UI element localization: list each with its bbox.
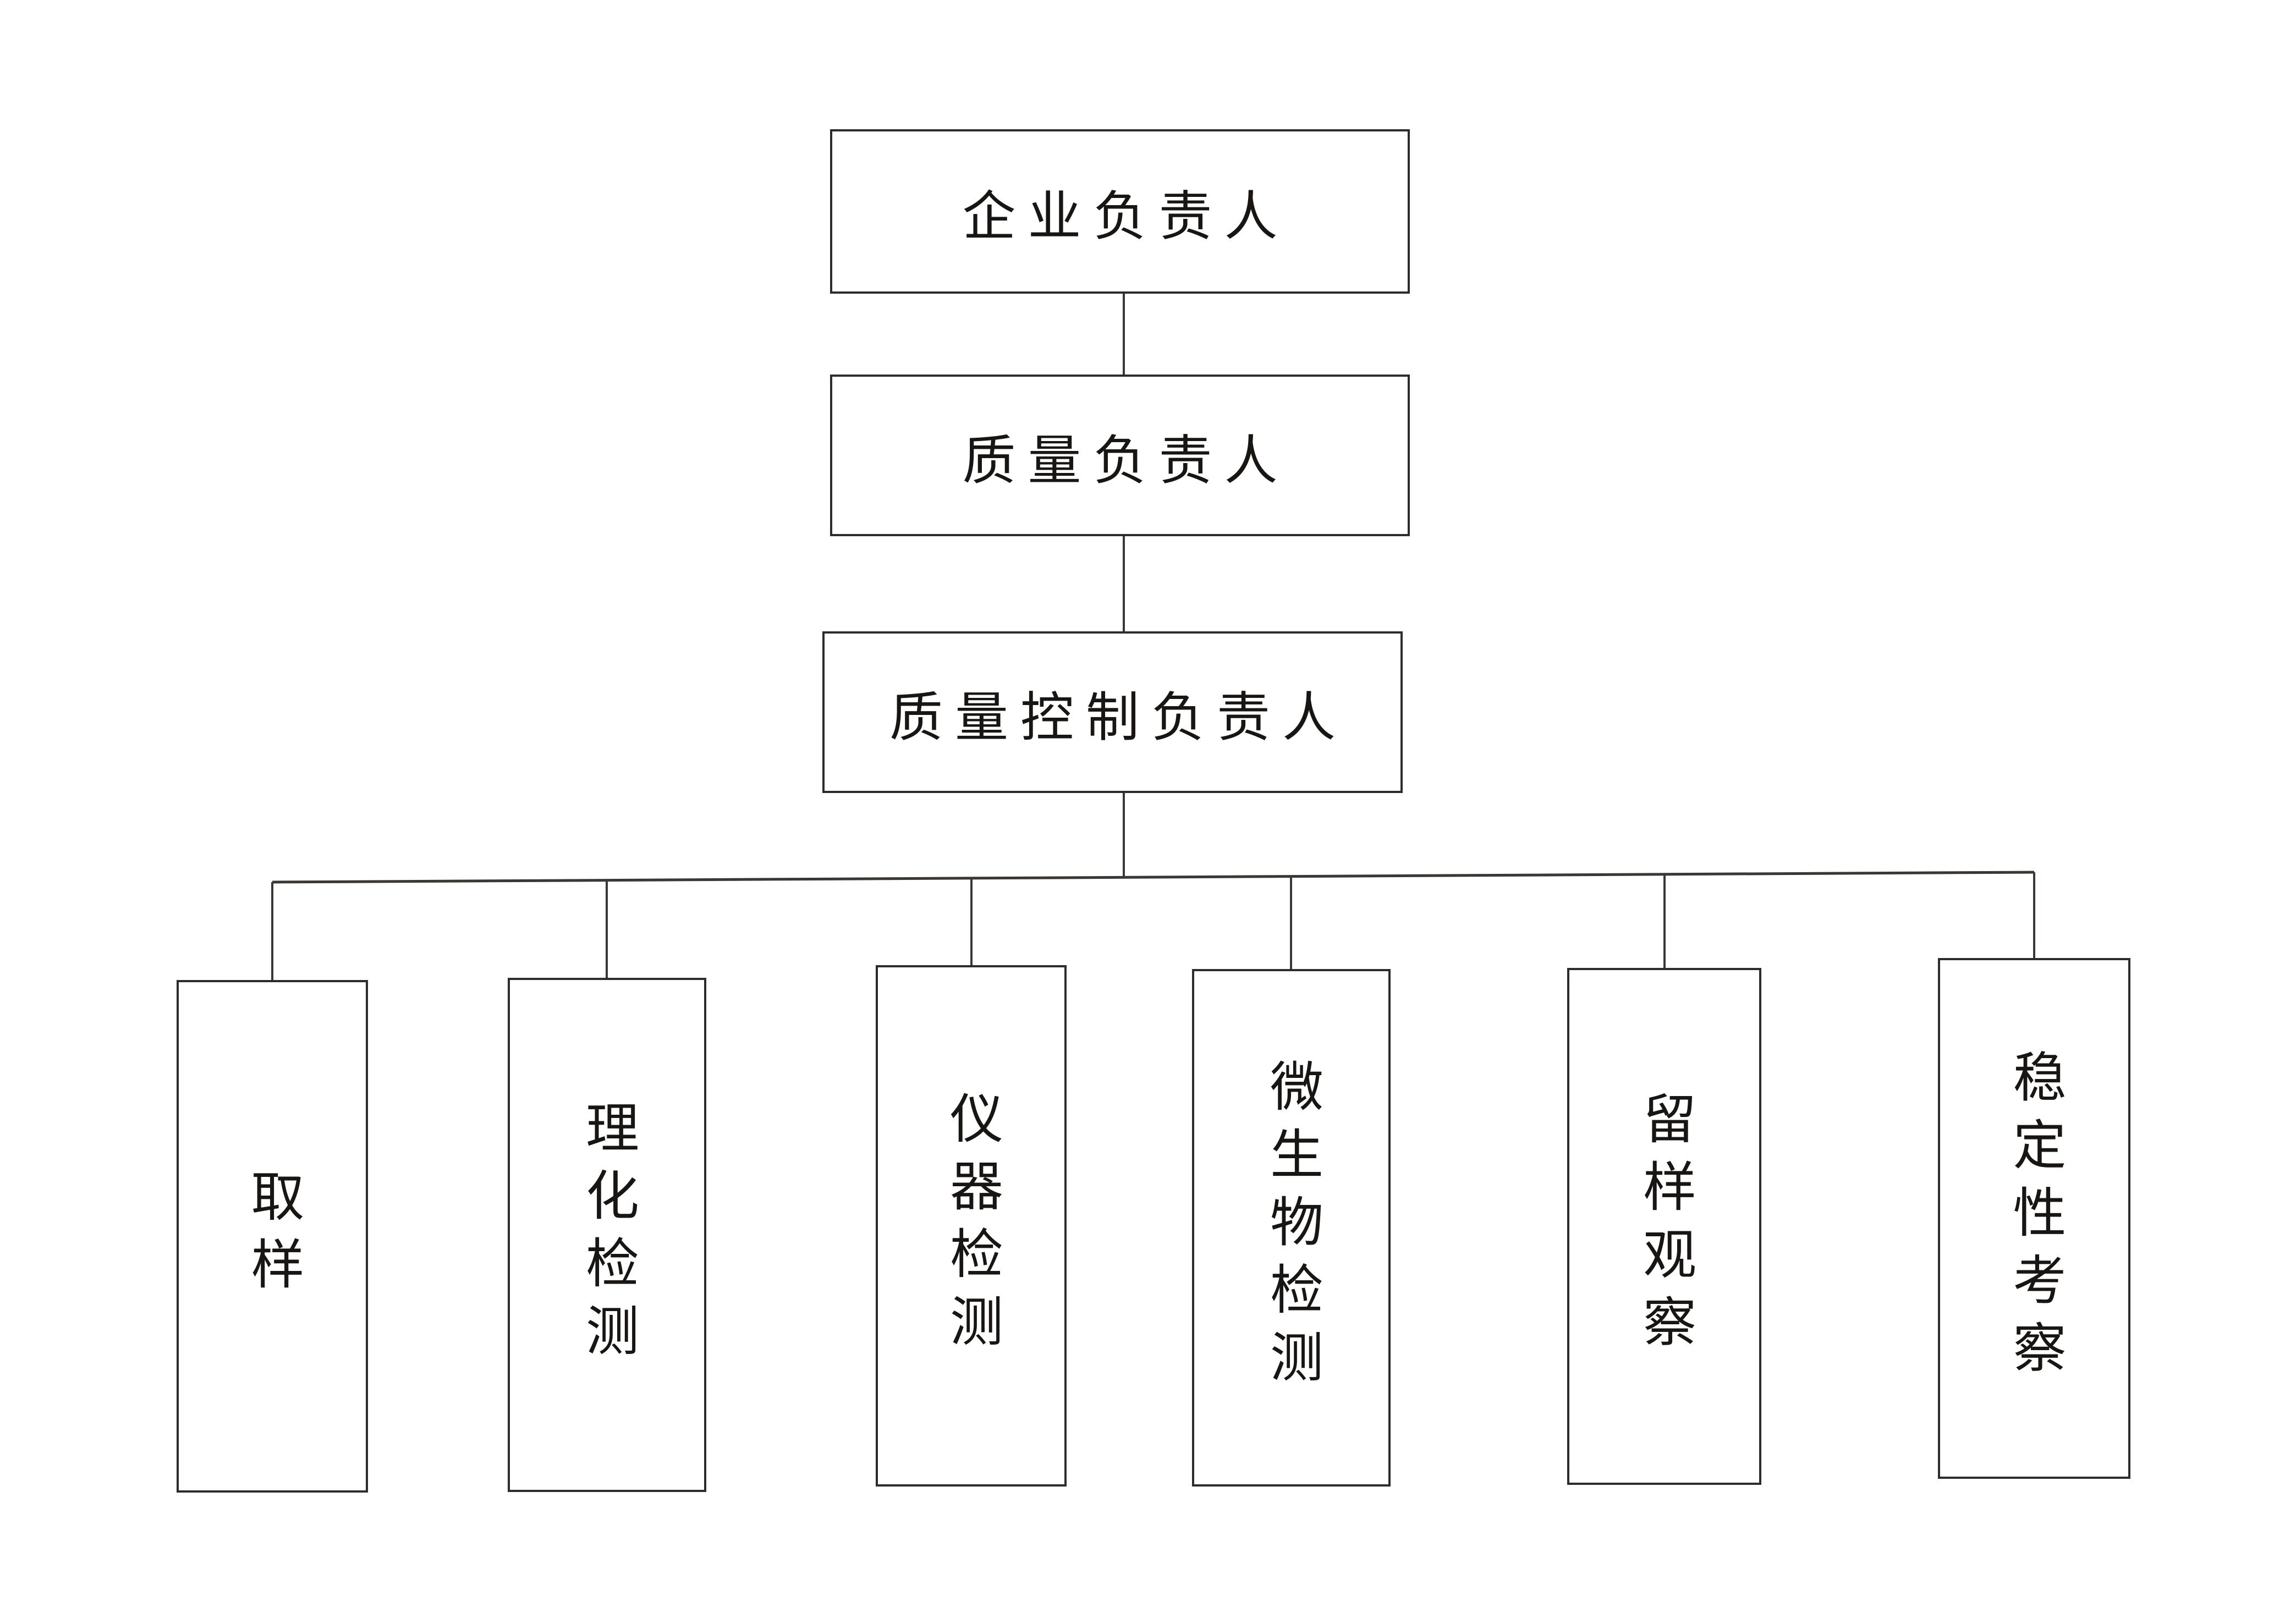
org-node-quality-manager: 质量负责人 [830, 375, 1410, 536]
node-label: 质量控制负责人 [889, 688, 1348, 747]
org-node-sampling: 取样 [177, 980, 368, 1493]
harness-line [272, 871, 2035, 884]
node-label: 企业负责人 [962, 188, 1290, 246]
node-label: 取样 [243, 1169, 302, 1304]
org-node-stability-investigation: 稳定性考察 [1938, 958, 2130, 1479]
node-label: 稳定性考察 [2004, 1049, 2064, 1388]
node-label: 留样观察 [1635, 1091, 1694, 1362]
org-node-microbiological-testing: 微生物检测 [1192, 969, 1391, 1487]
node-label: 理化检测 [578, 1099, 636, 1370]
node-label: 质量负责人 [962, 431, 1290, 491]
org-node-quality-control-manager: 质量控制负责人 [822, 631, 1403, 793]
org-node-enterprise-manager: 企业负责人 [830, 129, 1410, 294]
org-node-retained-sample-observation: 留样观察 [1567, 968, 1761, 1485]
org-node-instrument-testing: 仪器检测 [876, 965, 1067, 1487]
org-node-physicochemical-testing: 理化检测 [508, 978, 706, 1492]
node-label: 仪器检测 [942, 1091, 1001, 1361]
node-label: 微生物检测 [1262, 1059, 1321, 1397]
